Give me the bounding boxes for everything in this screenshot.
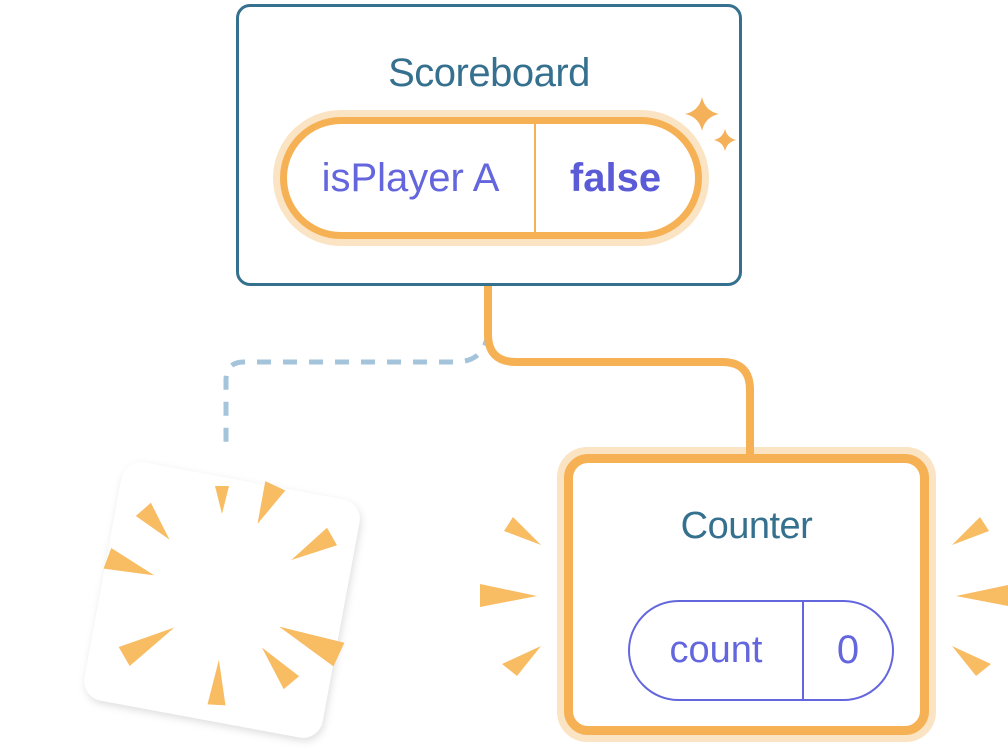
- destroyed-card-face: [84, 462, 360, 738]
- pill-divider: [802, 602, 804, 699]
- counter-state-pill: count 0: [628, 600, 894, 701]
- burst-icon: [103, 481, 345, 706]
- scoreboard-title: Scoreboard: [388, 51, 590, 95]
- state-value-label: 0: [836, 628, 860, 672]
- counter-title: Counter: [680, 505, 813, 547]
- state-value-label: false: [569, 155, 662, 200]
- counter-card-inner: Counter count 0: [564, 454, 929, 735]
- connector-dashed: [223, 331, 491, 452]
- state-name-label: count: [669, 629, 763, 671]
- scoreboard-state-pill: isPlayer A false: [280, 117, 702, 239]
- pill-divider: [534, 124, 536, 232]
- state-name-label: isPlayer A: [321, 155, 500, 200]
- connector-solid: [484, 286, 754, 458]
- scoreboard-component-card: Scoreboard isPlayer A false: [236, 4, 742, 286]
- counter-component-card: Counter count 0: [557, 447, 936, 742]
- destroyed-component-card: [84, 462, 360, 738]
